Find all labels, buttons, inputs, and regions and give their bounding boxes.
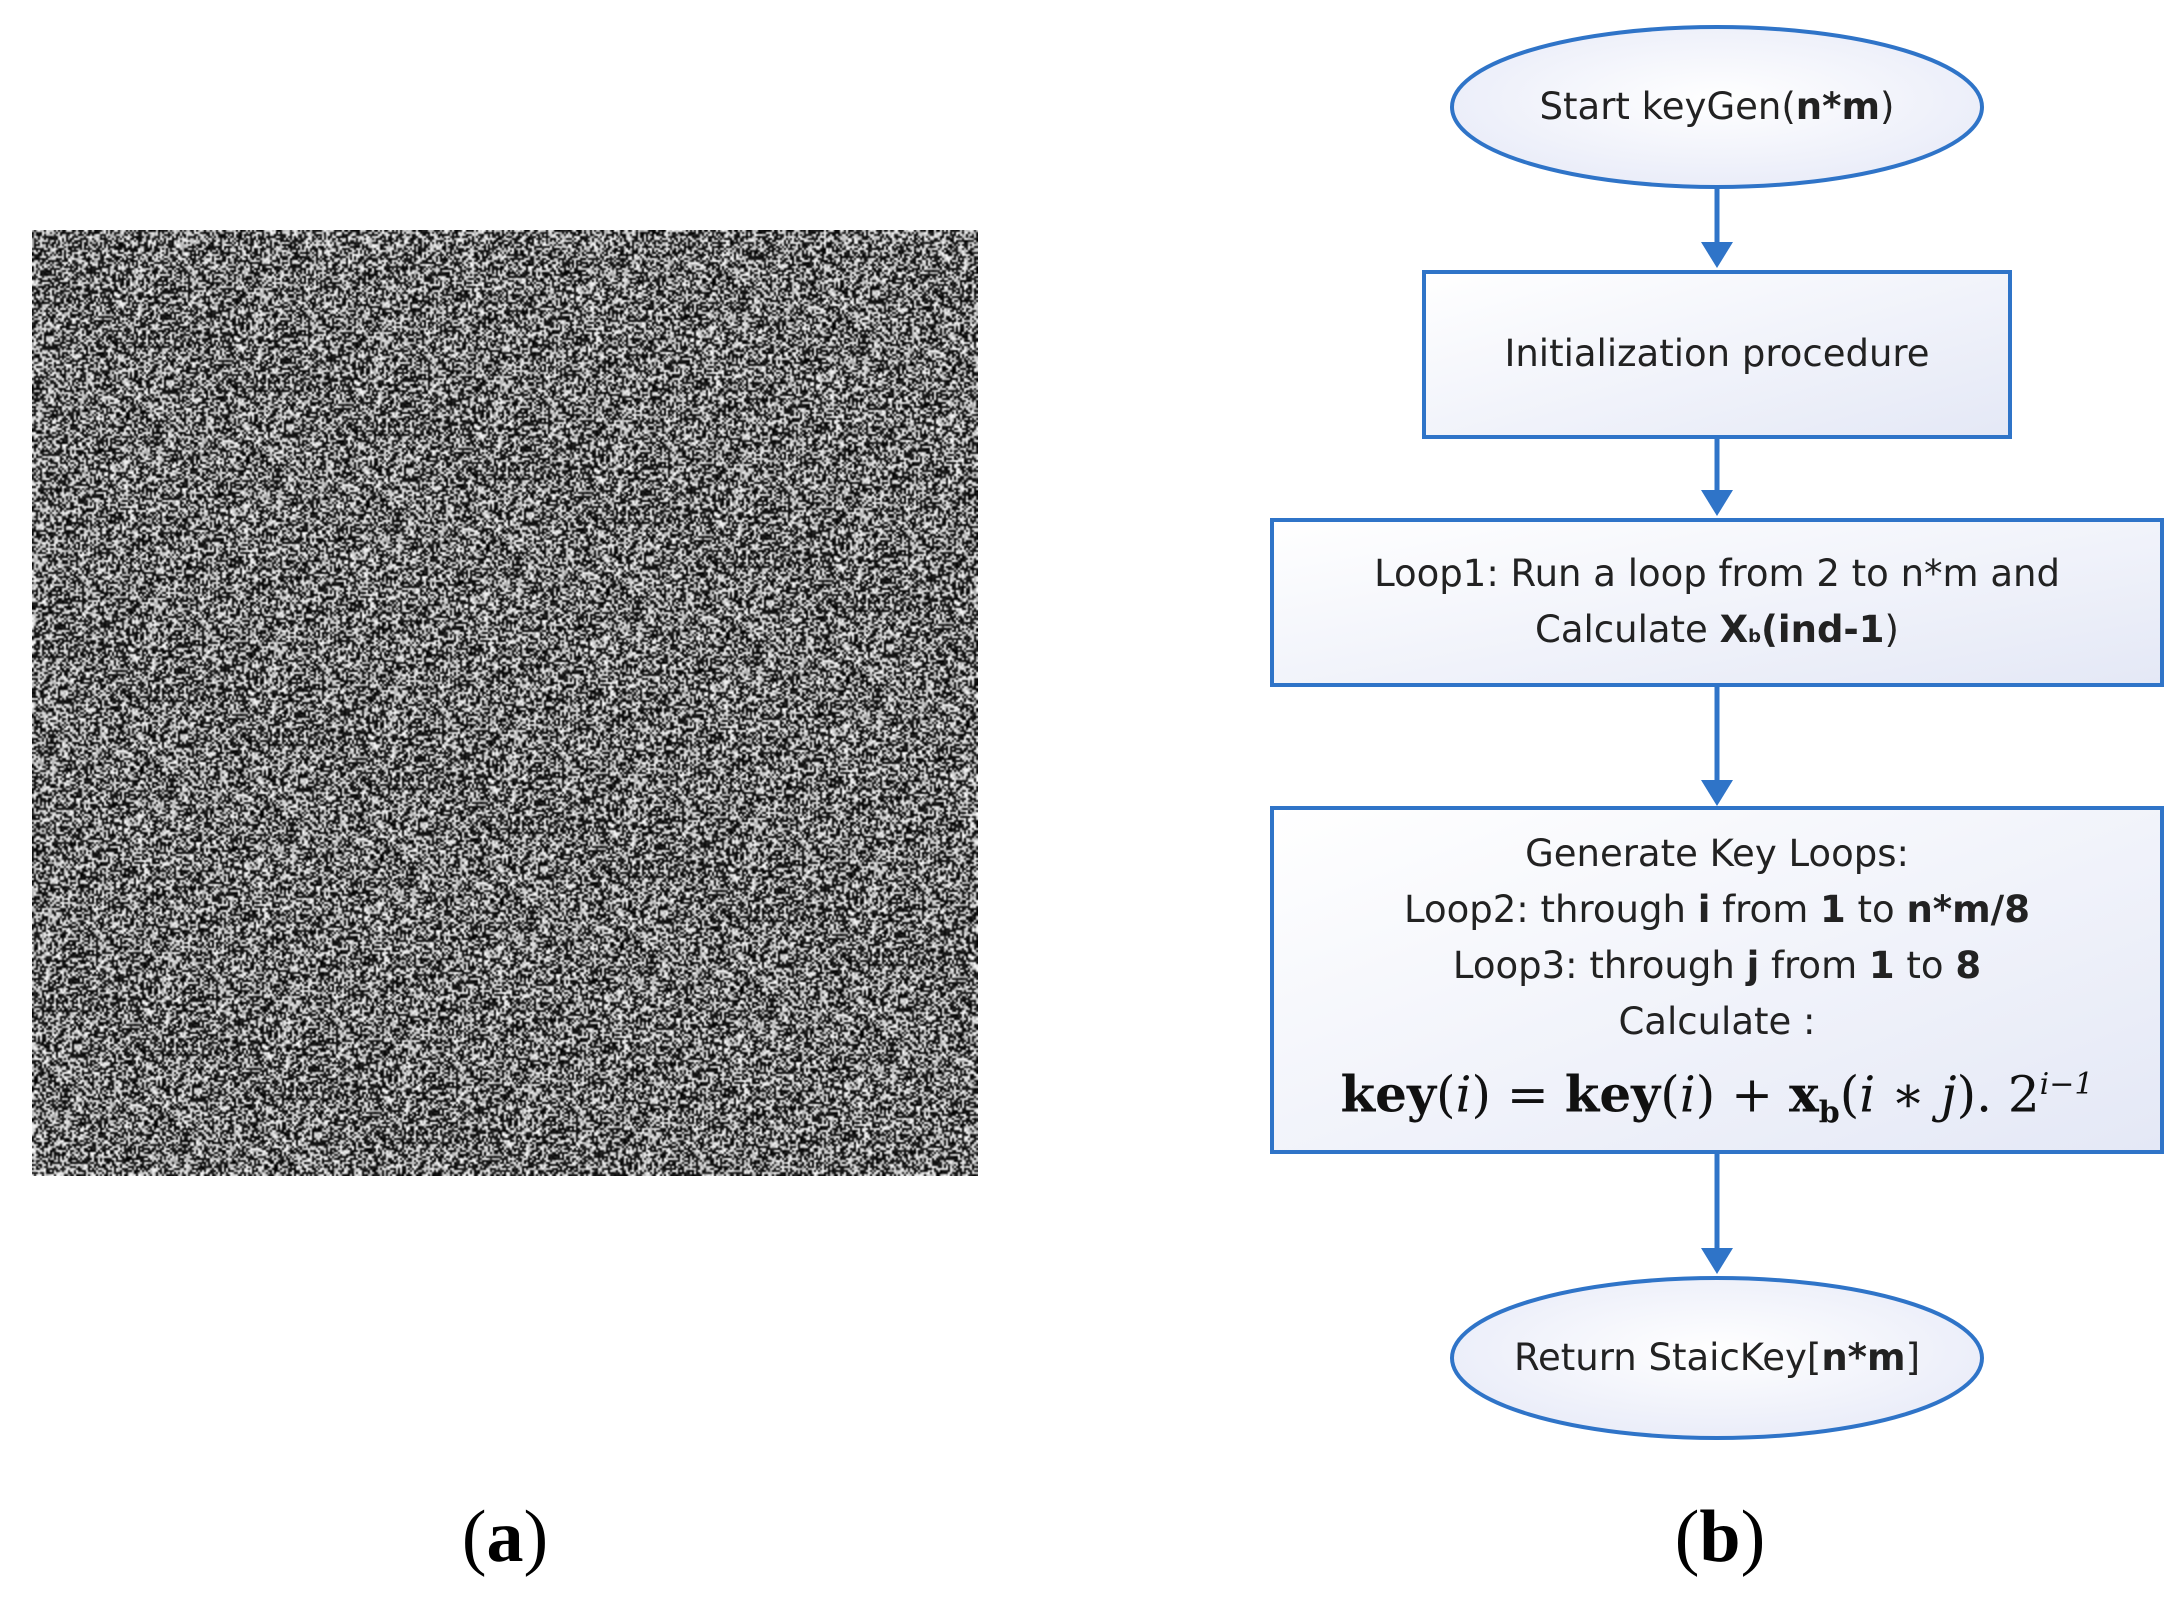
- panel-b-label: (b): [1674, 1496, 1766, 1578]
- loop3-line: Loop3: through j from 1 to 8: [1452, 944, 1982, 987]
- init-text: Initialization procedure: [1504, 332, 1930, 375]
- calc-label: Calculate :: [1618, 1000, 1816, 1043]
- loop1-text: Loop1: Run a loop from 2 to n*m and Calc…: [1272, 546, 2162, 665]
- panel-a-label: (a): [461, 1496, 549, 1578]
- start-text: Start keyGen(n*m): [1539, 85, 1895, 128]
- gen-title: Generate Key Loops:: [1525, 832, 1909, 875]
- generate-key-node: [1270, 806, 2164, 1154]
- key-formula: key(i) = key(i) + xb(i ∗ j). 2i−1: [1340, 1064, 2094, 1131]
- end-node: [1450, 1276, 1984, 1440]
- arrowhead-4: [1701, 1248, 1733, 1274]
- init-node: [1422, 270, 2012, 439]
- arrowhead-3: [1701, 780, 1733, 806]
- generate-key-text: Generate Key Loops: Loop2: through i fro…: [1272, 826, 2162, 1149]
- noise-canvas: [32, 230, 978, 1176]
- end-text: Return StaicKey[n*m]: [1513, 1336, 1921, 1379]
- loop2-line: Loop2: through i from 1 to n*m/8: [1404, 888, 2030, 931]
- noise-image: [32, 230, 978, 1176]
- loop1-line-2: Calculate Xb(ind-1): [1535, 608, 1899, 651]
- loop1-line-1: Loop1: Run a loop from 2 to n*m and: [1374, 552, 2060, 595]
- arrowhead-2: [1701, 490, 1733, 516]
- arrowhead-1: [1701, 242, 1733, 268]
